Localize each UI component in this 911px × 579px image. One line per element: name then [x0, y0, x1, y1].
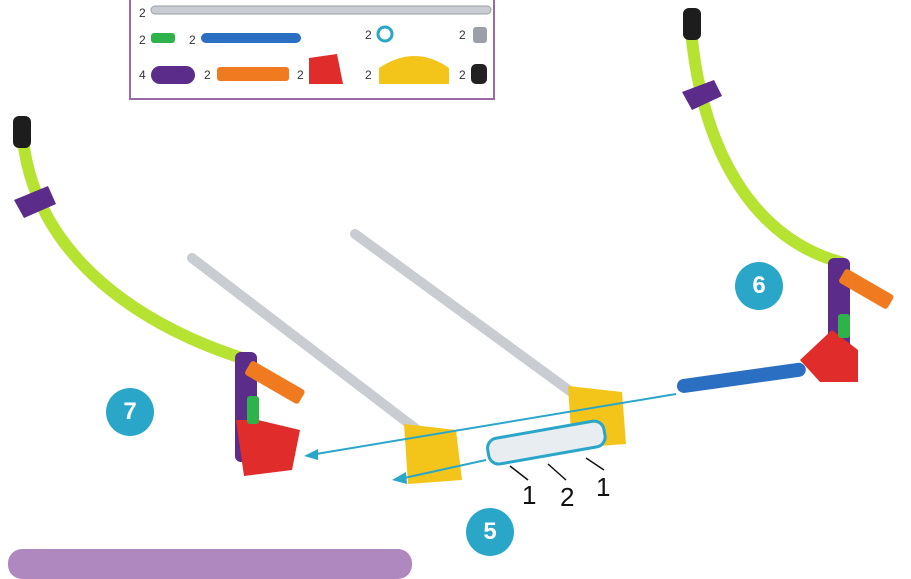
- left-black-cap: [13, 116, 31, 148]
- callout-line-right: [586, 458, 604, 470]
- blue-rod: [676, 362, 807, 394]
- left-green-track: [22, 128, 248, 360]
- arrow-lower-head: [392, 472, 407, 484]
- callout-line-middle: [548, 464, 566, 480]
- right-green-connector: [838, 314, 850, 338]
- left-green-connector: [247, 396, 259, 424]
- right-green-track: [690, 18, 840, 262]
- left-red-connector: [236, 420, 300, 476]
- arrow-upper-head: [304, 449, 318, 460]
- step-7-marker: 7: [106, 388, 154, 436]
- callout-middle: 2: [560, 482, 574, 513]
- callout-right: 1: [596, 472, 610, 503]
- right-black-cap: [683, 8, 701, 40]
- grey-rod-right: [355, 234, 585, 402]
- callout-line-left: [510, 466, 528, 480]
- step-6-marker: 6: [735, 262, 783, 310]
- spacer-assembly: [486, 420, 607, 466]
- callout-left: 1: [522, 480, 536, 511]
- yellow-connector-left: [404, 424, 462, 484]
- step-5-marker: 5: [466, 508, 514, 556]
- bottom-purple-bar: [8, 549, 412, 579]
- grey-rod-left: [192, 258, 420, 432]
